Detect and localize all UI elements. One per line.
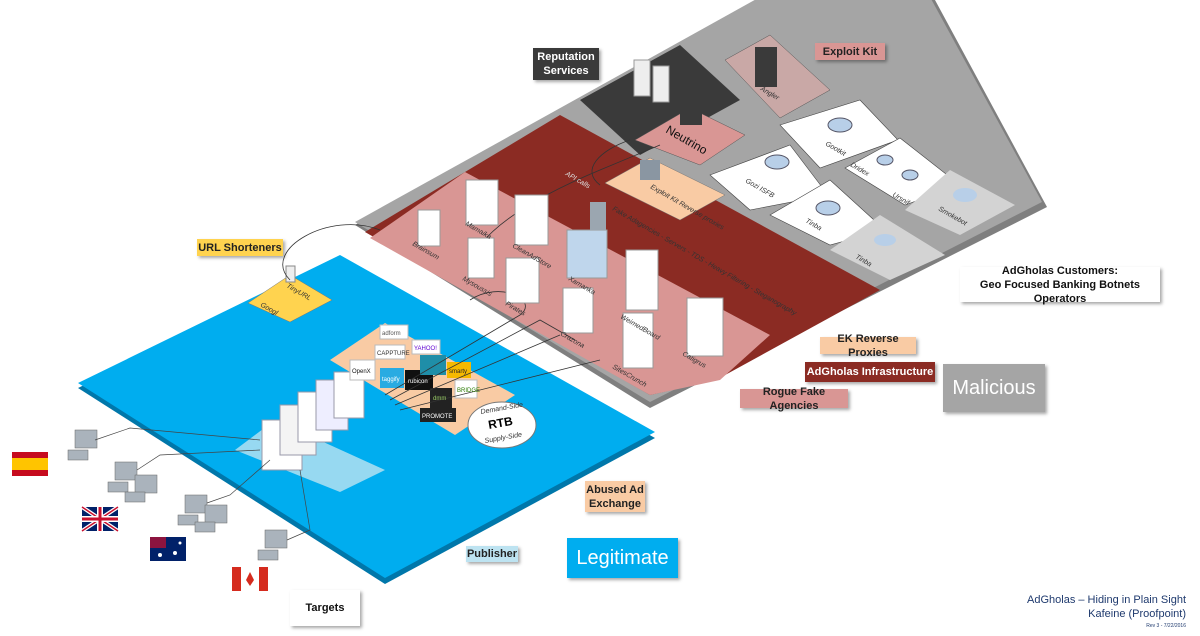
- ad-network: YAHOO!: [414, 346, 437, 352]
- target-computers: [67, 429, 288, 561]
- server-icons: [590, 47, 777, 230]
- ad-network: PROMOTE: [422, 414, 452, 420]
- botnet-zone-tinba: [830, 215, 945, 280]
- ek-proxy-zone: [604, 157, 726, 221]
- server-icon: [285, 265, 296, 283]
- ek-reverse-proxies-label: EK Reverse Proxies: [820, 333, 916, 359]
- ad-network: OpenX: [352, 369, 371, 375]
- ad-network: rubicon: [408, 379, 428, 385]
- rtb-badge: [467, 401, 537, 449]
- customers-label: AdGholas Customers: Geo Focused Banking …: [960, 264, 1160, 305]
- angler-zone: [724, 34, 831, 119]
- footer-rev: Rev 3 - 7/22/2016: [1146, 623, 1186, 629]
- customers-label-line2: Geo Focused Banking Botnets Operators: [979, 278, 1141, 305]
- flag-canada-icon: [232, 567, 268, 591]
- customers-label-line1: AdGholas Customers:: [1001, 264, 1119, 277]
- target-network-lines: [94, 427, 311, 541]
- ad-network: dmm: [433, 396, 446, 402]
- flag-spain-icon: [12, 452, 48, 476]
- rogue-zone: [370, 172, 770, 395]
- rogue-agency-pages: [417, 179, 724, 369]
- database-icons: [764, 117, 977, 246]
- legitimate-label: Legitimate: [567, 538, 678, 578]
- footer-title: AdGholas – Hiding in Plain Sight: [1027, 594, 1186, 606]
- rogue-fake-agencies-label: Rogue Fake Agencies: [740, 386, 848, 412]
- botnet-zone-smokebot: [905, 170, 1015, 235]
- ad-network: taggify: [382, 377, 400, 383]
- rtb-label: RTB: [487, 414, 514, 432]
- flag-uk-icon: [80, 505, 120, 533]
- flag-australia-icon: [150, 537, 186, 561]
- malicious-label: Malicious: [943, 364, 1045, 412]
- abused-ad-exchange-label: Abused Ad Exchange: [585, 481, 645, 512]
- footer-author: Kafeine (Proofpoint): [1088, 608, 1186, 620]
- adgholas-infrastructure-label: AdGholas Infrastructure: [805, 362, 935, 382]
- neutrino-zone: [634, 107, 746, 166]
- targets-label: Targets: [290, 590, 360, 626]
- ad-network: CAPPTURE: [377, 351, 410, 357]
- reputation-services-label: Reputation Services: [533, 48, 599, 80]
- publisher-label: Publisher: [466, 546, 518, 562]
- ad-network: adform: [382, 331, 401, 337]
- ad-network: BRIDGE: [457, 388, 480, 394]
- ad-network-names: adform YAHOO! CAPPTURE OpenX taggify rub…: [352, 331, 480, 420]
- url-shorteners-label: URL Shorteners: [197, 239, 283, 256]
- legitimate-platform: [78, 255, 655, 578]
- ad-network: smarty: [449, 369, 467, 375]
- url-shortener-zone: [247, 274, 333, 323]
- ad-network-logos: [349, 324, 478, 422]
- exploit-kit-label: Exploit Kit: [815, 43, 885, 60]
